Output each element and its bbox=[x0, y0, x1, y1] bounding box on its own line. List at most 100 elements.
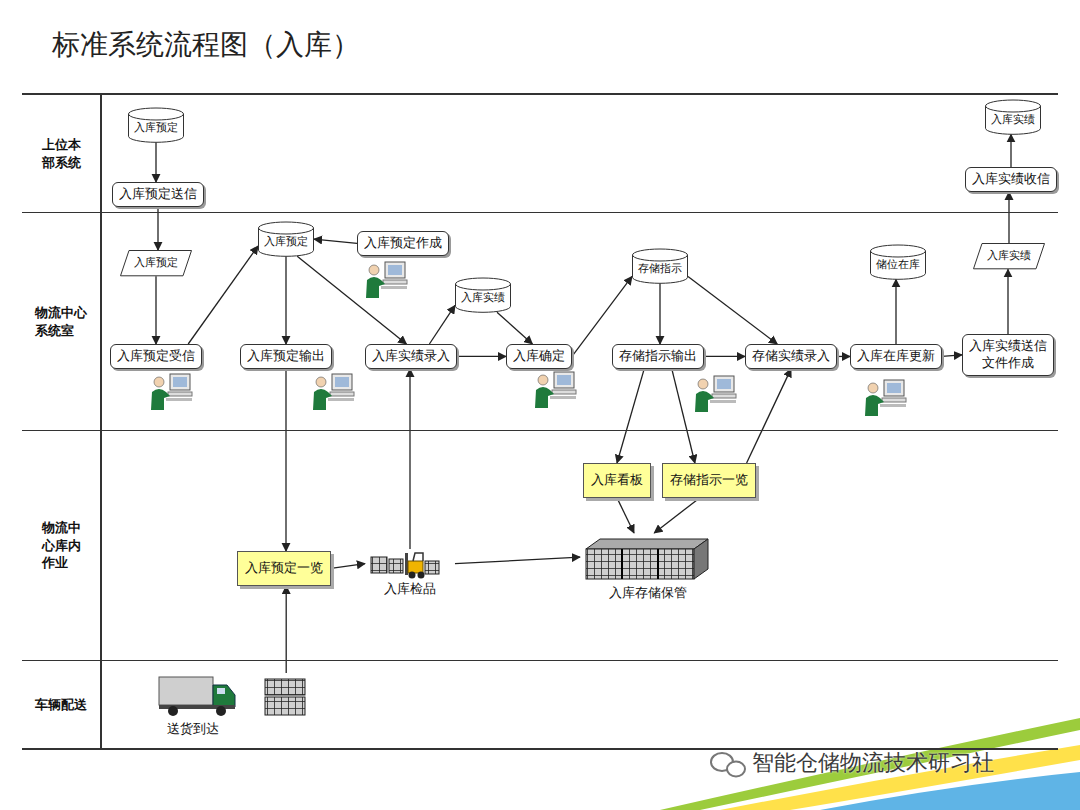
node-label: 入库存储保管 bbox=[580, 585, 715, 602]
node-label: 入库实绩 bbox=[459, 291, 507, 305]
node-label: 入库实绩收信 bbox=[972, 171, 1050, 188]
node-label: 入库实绩送信 文件作成 bbox=[969, 338, 1047, 372]
node-label: 入库预定 bbox=[132, 121, 180, 135]
node-label: 入库预定送信 bbox=[119, 186, 197, 203]
node-label: 存储指示一览 bbox=[670, 472, 748, 489]
node-label: 入库预定 bbox=[134, 256, 178, 270]
flow-arrow bbox=[155, 276, 156, 344]
node-label: 入库确定 bbox=[513, 348, 565, 365]
flow-arrow bbox=[747, 369, 791, 463]
flow-arrow bbox=[497, 312, 532, 344]
flow-arrow bbox=[157, 207, 158, 250]
document-note: 存储指示一览 bbox=[662, 463, 756, 498]
node-label: 入库预定受信 bbox=[117, 348, 195, 365]
node-label: 存储指示 bbox=[636, 262, 684, 276]
lane-label: 上位本部系统 bbox=[42, 136, 81, 171]
forklift-symbol bbox=[365, 549, 455, 581]
lane-label: 物流中心系统室 bbox=[35, 304, 87, 339]
swoosh bbox=[660, 718, 1080, 810]
node-label: 入库看板 bbox=[591, 472, 643, 489]
flow-arrow bbox=[895, 279, 896, 344]
process-box: 入库预定受信 bbox=[110, 344, 202, 369]
database-cylinder: 存储指示 bbox=[632, 249, 688, 283]
flow-arrow bbox=[688, 276, 777, 344]
lane-header: 上位本部系统 bbox=[22, 95, 102, 212]
lane-header: 物流中心库内作业 bbox=[22, 431, 102, 660]
process-box: 存储指示输出 bbox=[612, 344, 704, 369]
data-parallelogram: 入库预定 bbox=[120, 250, 192, 276]
node-label: 入库预定一览 bbox=[245, 560, 323, 577]
flow-arrow bbox=[1007, 269, 1008, 334]
lane-header: 车辆配送 bbox=[22, 661, 102, 748]
operator-icon bbox=[151, 374, 192, 410]
data-parallelogram: 入库实绩 bbox=[973, 243, 1045, 269]
swimlane: 物流中心库内作业 入库看板 存储指示一览入库预定一览入库检品 入库存储保管 bbox=[22, 430, 1058, 660]
process-box: 入库预定输出 bbox=[240, 344, 332, 369]
swoosh bbox=[720, 745, 1080, 810]
process-box: 入库实绩收信 bbox=[965, 167, 1057, 192]
database-cylinder: 入库实绩 bbox=[455, 278, 511, 312]
database-cylinder: 入库预定 bbox=[128, 108, 184, 142]
operator-icon bbox=[535, 372, 576, 408]
flow-arrow bbox=[285, 369, 286, 551]
database-cylinder: 储位在库 bbox=[870, 245, 926, 279]
database-cylinder: 入库实绩 bbox=[985, 100, 1041, 134]
swimlane: 物流中心系统室入库预定入库预定受信入库预定入库预定作成入库预定输出入库实绩录入入… bbox=[22, 212, 1058, 430]
flow-arrow bbox=[429, 305, 455, 344]
flow-arrow bbox=[457, 356, 506, 357]
swimlane: 上位本部系统 入库预定入库预定送信 入库实绩入库实绩收信 bbox=[22, 93, 1058, 212]
process-box: 入库预定送信 bbox=[112, 182, 204, 207]
truck-pallet-symbol bbox=[155, 673, 315, 721]
node-label: 入库预定 bbox=[262, 235, 310, 249]
flow-arrow bbox=[285, 256, 286, 344]
flow-arrow bbox=[837, 356, 850, 357]
node-label: 存储指示输出 bbox=[619, 348, 697, 365]
flow-arrow bbox=[1008, 192, 1009, 243]
lane-header: 物流中心系统室 bbox=[22, 213, 102, 430]
delivery-icon: 送货到达 bbox=[155, 673, 315, 738]
process-box: 入库实绩送信 文件作成 bbox=[962, 334, 1054, 376]
flow-arrow bbox=[659, 283, 660, 344]
swimlane: 车辆配送送货到达 bbox=[22, 660, 1058, 750]
node-label: 入库检品 bbox=[365, 581, 455, 598]
flow-arrow bbox=[297, 256, 406, 344]
database-cylinder: 入库预定 bbox=[258, 222, 314, 256]
flow-arrow bbox=[942, 355, 962, 357]
document-note: 入库看板 bbox=[583, 463, 651, 498]
operator-icon bbox=[366, 262, 407, 298]
pallet-stack-symbol bbox=[580, 533, 715, 585]
diagram-title: 标准系统流程图（入库） bbox=[52, 26, 360, 64]
flow-arrow bbox=[188, 246, 258, 344]
process-box: 入库在库更新 bbox=[850, 344, 942, 369]
watermark: 智能仓储物流技术研习社 bbox=[752, 748, 994, 778]
node-label: 送货到达 bbox=[155, 721, 315, 738]
inspection-icon: 入库检品 bbox=[365, 549, 455, 598]
node-label: 入库实绩录入 bbox=[372, 348, 450, 365]
node-label: 储位在库 bbox=[874, 258, 922, 272]
document-note: 入库预定一览 bbox=[237, 551, 331, 586]
flow-arrow bbox=[617, 498, 634, 533]
wechat-icon bbox=[711, 753, 745, 777]
flow-arrow bbox=[455, 557, 580, 564]
flow-arrow bbox=[1010, 134, 1011, 167]
lane-label: 车辆配送 bbox=[35, 696, 87, 714]
flow-arrow bbox=[409, 369, 410, 549]
node-label: 入库预定作成 bbox=[364, 235, 442, 252]
operator-icon bbox=[313, 374, 354, 410]
node-label: 入库实绩 bbox=[987, 249, 1031, 263]
lane-label: 物流中心库内作业 bbox=[42, 519, 81, 572]
flow-arrow bbox=[654, 498, 699, 533]
process-box: 入库确定 bbox=[506, 344, 572, 369]
operator-icon bbox=[695, 376, 736, 412]
process-box: 入库预定作成 bbox=[357, 231, 449, 256]
operator-icon bbox=[865, 380, 906, 416]
flow-arrow bbox=[314, 239, 357, 243]
node-label: 入库预定输出 bbox=[247, 348, 325, 365]
flow-arrow bbox=[155, 142, 156, 182]
node-label: 入库实绩 bbox=[989, 113, 1037, 127]
swoosh bbox=[820, 772, 1080, 810]
storage-icon: 入库存储保管 bbox=[580, 533, 715, 602]
flow-arrow bbox=[672, 369, 695, 463]
node-label: 入库在库更新 bbox=[857, 348, 935, 365]
flow-arrow bbox=[331, 564, 365, 569]
